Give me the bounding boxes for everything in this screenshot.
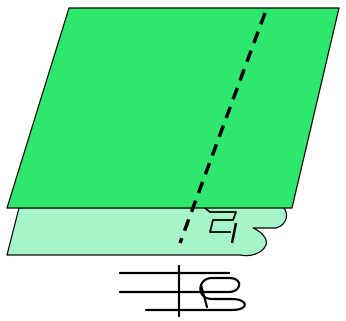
symbol-hem-curve: [144, 276, 246, 312]
symbol-stitch-mark: [199, 283, 209, 309]
top-fabric-layer: [6, 7, 340, 209]
hem-stitch-mark: [230, 222, 238, 244]
stitch-line: [178, 12, 267, 244]
bottom-fabric-layer: [6, 200, 288, 257]
seam-cross-section-symbol: [118, 264, 246, 318]
folded-hem-loop: [204, 207, 237, 233]
